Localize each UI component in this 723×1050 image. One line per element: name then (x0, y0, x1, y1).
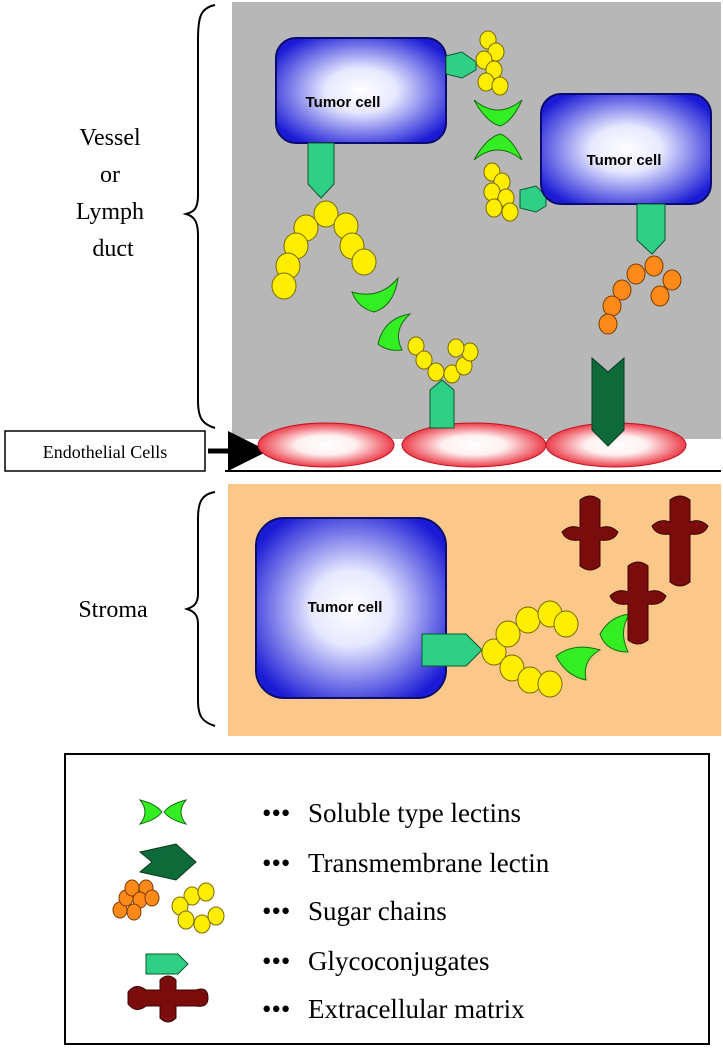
glycoconjugate (636, 203, 666, 255)
tumor-cell-3 (255, 517, 447, 699)
extracellular-matrix-icon (127, 975, 209, 1023)
glycoconjugate (519, 185, 547, 213)
endothelial-label: Endothelial Cells (43, 442, 167, 462)
stroma-label: Stroma (78, 597, 148, 623)
soluble-lectin (473, 133, 523, 161)
vessel-label: Vessel or Lymph duct (76, 125, 150, 262)
vessel-brace (182, 4, 216, 429)
soluble-lectin (599, 613, 632, 653)
legend-bullet: ••• (262, 994, 290, 1024)
legend-bullet: ••• (262, 798, 290, 828)
stroma-brace (183, 491, 216, 727)
legend-bullet: ••• (262, 848, 290, 878)
soluble-lectin-icon (138, 799, 188, 825)
endothelial-cell (257, 422, 395, 468)
extracellular-matrix (561, 495, 709, 645)
tumor-cell-1 (275, 37, 447, 144)
endothelial-cell (401, 422, 547, 468)
transmembrane-lectin-icon (138, 843, 197, 881)
sugar-chain (481, 600, 579, 698)
soluble-lectin (377, 313, 412, 351)
glycoconjugate (429, 379, 455, 429)
sugar-chain (271, 200, 377, 300)
endothelial-label-box (4, 430, 206, 472)
tumor-cell-3-label: Tumor cell (308, 599, 383, 616)
legend-label-transmembrane-lectin: Transmembrane lectin (308, 848, 550, 878)
tumor-cell-1-label: Tumor cell (306, 94, 381, 111)
legend-label-extracellular-matrix: Extracellular matrix (308, 994, 525, 1024)
sugar-chain (475, 30, 509, 96)
legend-label-soluble-lectins: Soluble type lectins (308, 798, 521, 828)
transmembrane-lectin (591, 356, 625, 447)
sugar-chain (407, 336, 479, 384)
sugar-chain (483, 162, 519, 222)
legend-bullet: ••• (262, 946, 290, 976)
tumor-cell-2 (540, 93, 712, 205)
glycoconjugate (421, 633, 483, 667)
tumor-cell-2-label: Tumor cell (587, 152, 662, 169)
sugar-chain-orange (598, 255, 682, 335)
soluble-lectin (351, 276, 399, 313)
glycoconjugate-icon (145, 953, 189, 975)
legend-label-glycoconjugates: Glycoconjugates (308, 946, 489, 976)
soluble-lectin (473, 99, 523, 127)
legend-bullet: ••• (262, 896, 290, 926)
glycoconjugate (445, 51, 477, 79)
sugar-chain-icon (112, 879, 225, 934)
soluble-lectin (555, 646, 602, 681)
glycoconjugate (307, 142, 335, 199)
legend-label-sugar-chains: Sugar chains (308, 896, 447, 926)
